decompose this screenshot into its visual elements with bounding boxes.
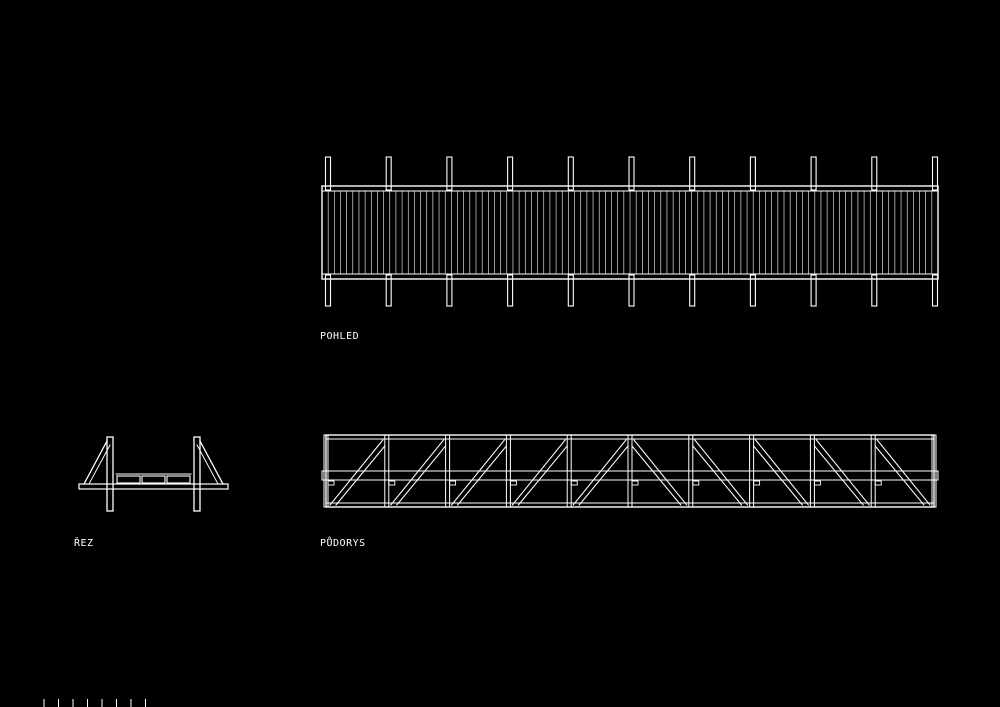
plan-brace-10-a <box>876 439 931 506</box>
section-strut-left-outer <box>83 440 108 485</box>
elevation-label: POHLED <box>320 331 360 342</box>
elevation-post-bottom-6 <box>628 274 635 307</box>
elevation-post-bottom-9 <box>810 274 817 307</box>
section-post-left <box>106 436 114 512</box>
section-strut-right-outer <box>199 440 224 485</box>
plan-bracket-8 <box>753 480 761 486</box>
plan-post-1 <box>323 434 329 508</box>
plan-brace-10-b <box>874 445 925 506</box>
elevation-post-top-10 <box>871 156 878 191</box>
plan-post-2 <box>384 434 390 508</box>
section-deck-panel-2 <box>141 475 166 484</box>
plan-bracket-10 <box>874 480 882 486</box>
elevation-post-bottom-3 <box>446 274 453 307</box>
plan-post-10 <box>870 434 876 508</box>
plan-post-6 <box>627 434 633 508</box>
elevation-post-top-2 <box>385 156 392 191</box>
section-post-right <box>193 436 201 512</box>
plan-bracket-1 <box>327 480 335 486</box>
plan-brace-4-a <box>511 439 566 506</box>
plan-brace-3-b <box>456 445 508 506</box>
plan-brace-1-a <box>329 439 384 506</box>
plan-brace-6-a <box>633 439 688 506</box>
section-strut-right-inner <box>196 444 219 485</box>
elevation-post-top-6 <box>628 156 635 191</box>
elevation-post-top-8 <box>749 156 756 191</box>
plan-brace-2-a <box>390 439 445 506</box>
elevation-post-top-4 <box>507 156 514 191</box>
plan-brace-8-b <box>752 445 804 506</box>
plan-bracket-5 <box>570 480 578 486</box>
plan-post-9 <box>809 434 815 508</box>
elevation-post-bottom-5 <box>567 274 574 307</box>
scale-ruler <box>43 699 146 707</box>
elevation-deck-outline <box>321 185 939 280</box>
plan-center-beam <box>321 470 939 481</box>
section-view <box>78 436 229 512</box>
plan-brace-4-b <box>517 445 568 506</box>
plan-bracket-9 <box>813 480 821 486</box>
plan-bracket-7 <box>692 480 700 486</box>
plan-brace-7-a <box>694 439 749 506</box>
elevation-post-bottom-11 <box>931 274 939 307</box>
plan-brace-7-b <box>692 445 743 506</box>
plan-view <box>321 434 939 508</box>
elevation-post-bottom-8 <box>749 274 756 307</box>
plan-brace-2-b <box>396 445 447 506</box>
plan-post-5 <box>566 434 572 508</box>
plan-post-11 <box>931 434 937 508</box>
elevation-post-bottom-4 <box>507 274 514 307</box>
section-deck-panel-3 <box>166 475 191 484</box>
plan-brace-3-a <box>450 439 506 506</box>
elevation-post-top-5 <box>567 156 574 191</box>
section-deck-panel-1 <box>116 475 141 484</box>
elevation-post-bottom-10 <box>871 274 878 307</box>
elevation-post-top-7 <box>689 156 696 191</box>
plan-post-4 <box>505 434 511 508</box>
plan-post-3 <box>445 434 451 508</box>
elevation-post-bottom-1 <box>324 274 332 307</box>
elevation-post-top-9 <box>810 156 817 191</box>
section-label: ŘEZ <box>74 538 94 549</box>
plan-bracket-3 <box>449 480 457 486</box>
elevation-post-top-3 <box>446 156 453 191</box>
section-strut-left-inner <box>88 444 111 485</box>
elevation-post-top-1 <box>324 156 332 191</box>
plan-post-8 <box>749 434 755 508</box>
plan-brace-6-b <box>631 445 682 506</box>
plan-post-7 <box>688 434 694 508</box>
elevation-post-top-11 <box>931 156 939 191</box>
section-crossbeam <box>78 483 229 490</box>
plan-bracket-2 <box>388 480 396 486</box>
plan-bracket-4 <box>509 480 517 486</box>
elevation-view <box>321 156 939 307</box>
plan-brace-5-a <box>572 439 627 506</box>
plan-label: PŮDORYS <box>320 538 366 549</box>
plan-brace-9-a <box>815 439 870 506</box>
plan-brace-1-b <box>335 445 386 506</box>
elevation-post-bottom-2 <box>385 274 392 307</box>
elevation-post-bottom-7 <box>689 274 696 307</box>
plan-brace-9-b <box>813 445 864 506</box>
plan-bracket-6 <box>631 480 639 486</box>
plan-brace-8-a <box>754 439 810 506</box>
plan-brace-5-b <box>578 445 629 506</box>
